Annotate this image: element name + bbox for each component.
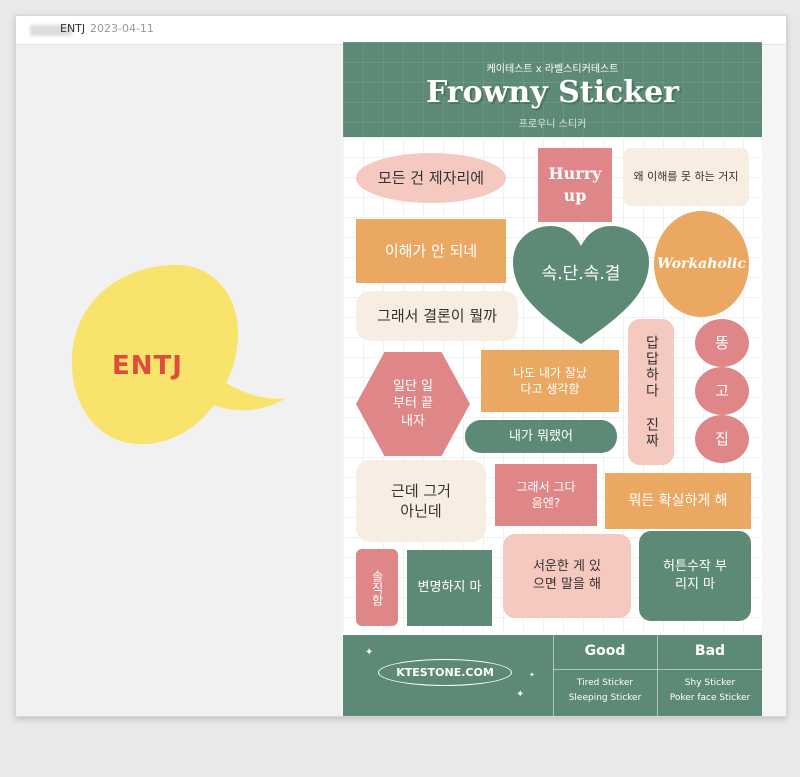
sticker-why-dont-understand: 왜 이해를 못 하는 거지 <box>623 148 749 206</box>
sticker-told-you: 내가 뭐랬어 <box>465 420 617 453</box>
bad-item: Shy Sticker <box>684 678 736 688</box>
bubble-label: ENTJ <box>112 351 183 381</box>
sticker-sheet: 케이테스트 x 라벨스티커테스트 Frowny Sticker 프로우니 스티커… <box>343 42 762 716</box>
post-header: ENTJ 2023-04-11 <box>16 16 786 45</box>
good-item: Sleeping Sticker <box>568 693 642 703</box>
sticker-jip: 집 <box>695 415 749 463</box>
sticker-but-thats-not-it: 근데 그거 아닌데 <box>356 460 486 542</box>
sparkle-icon: ✦ <box>516 689 525 700</box>
sheet-subtitle: 케이테스트 x 라벨스티커테스트 <box>486 64 619 75</box>
sheet-header: 케이테스트 x 라벨스티커테스트 Frowny Sticker 프로우니 스티커 <box>343 42 762 137</box>
sticker-hurry-up: Hurry up <box>538 148 612 222</box>
sticker-be-certain: 뭐든 확실하게 해 <box>605 473 751 529</box>
sticker-work-first: 일단 일부터 끝내자 <box>356 352 470 456</box>
sticker-no-excuses: 변명하지 마 <box>407 550 492 626</box>
brand-logo: KTESTONE.COM <box>378 659 512 686</box>
sticker-think-im-great: 나도 내가 잘났다고 생각함 <box>481 350 619 412</box>
post-type-tag: ENTJ <box>60 22 86 35</box>
blurred-author-name <box>30 25 72 36</box>
heart-sticker-shape <box>513 226 649 344</box>
good-item: Tired Sticker <box>576 678 634 688</box>
divider <box>553 635 554 716</box>
post-date: 2023-04-11 <box>90 22 154 35</box>
sticker-dont-understand: 이해가 안 되네 <box>356 219 506 283</box>
sticker-everything-in-place: 모든 건 제자리에 <box>356 153 506 203</box>
divider <box>657 635 658 716</box>
speech-bubble-icon <box>71 264 287 445</box>
sheet-title: Frowny Sticker <box>426 75 679 110</box>
bad-item: Poker face Sticker <box>669 693 751 703</box>
sticker-go: 고 <box>695 367 749 415</box>
divider <box>553 669 762 670</box>
bad-heading: Bad <box>694 643 726 659</box>
sparkle-icon: ✦ <box>365 647 374 658</box>
sheet-footer: ✦ ✦ ✦ KTESTONE.COM Good Bad Tired Sticke… <box>343 635 762 716</box>
sticker-workaholic: Workaholic <box>654 211 749 317</box>
sticker-say-if-upset: 서운한 게 있으면 말을 해 <box>503 534 631 618</box>
good-heading: Good <box>584 643 626 659</box>
sticker-no-tricks: 허튼수작 부리지 마 <box>639 531 751 621</box>
sticker-so-whats-next: 그래서 그다음엔? <box>495 464 597 526</box>
sparkle-icon: ✦ <box>529 671 535 679</box>
sticker-honest: 솔직함 <box>356 549 398 626</box>
sticker-whats-the-conclusion: 그래서 결론이 뭘까 <box>356 291 518 341</box>
sticker-quick-decision: 속.단.속.결 <box>541 263 621 284</box>
post-card: ENTJ 2023-04-11 ENTJ 케이테스트 x 라벨스티커테스트 Fr… <box>15 15 787 717</box>
sticker-ttong: 똥 <box>695 319 749 367</box>
sticker-so-frustrating: 답답하다 진짜 <box>628 319 674 465</box>
sheet-subtitle-kr: 프로우니 스티커 <box>518 119 587 130</box>
result-image-panel: ENTJ <box>16 45 341 716</box>
